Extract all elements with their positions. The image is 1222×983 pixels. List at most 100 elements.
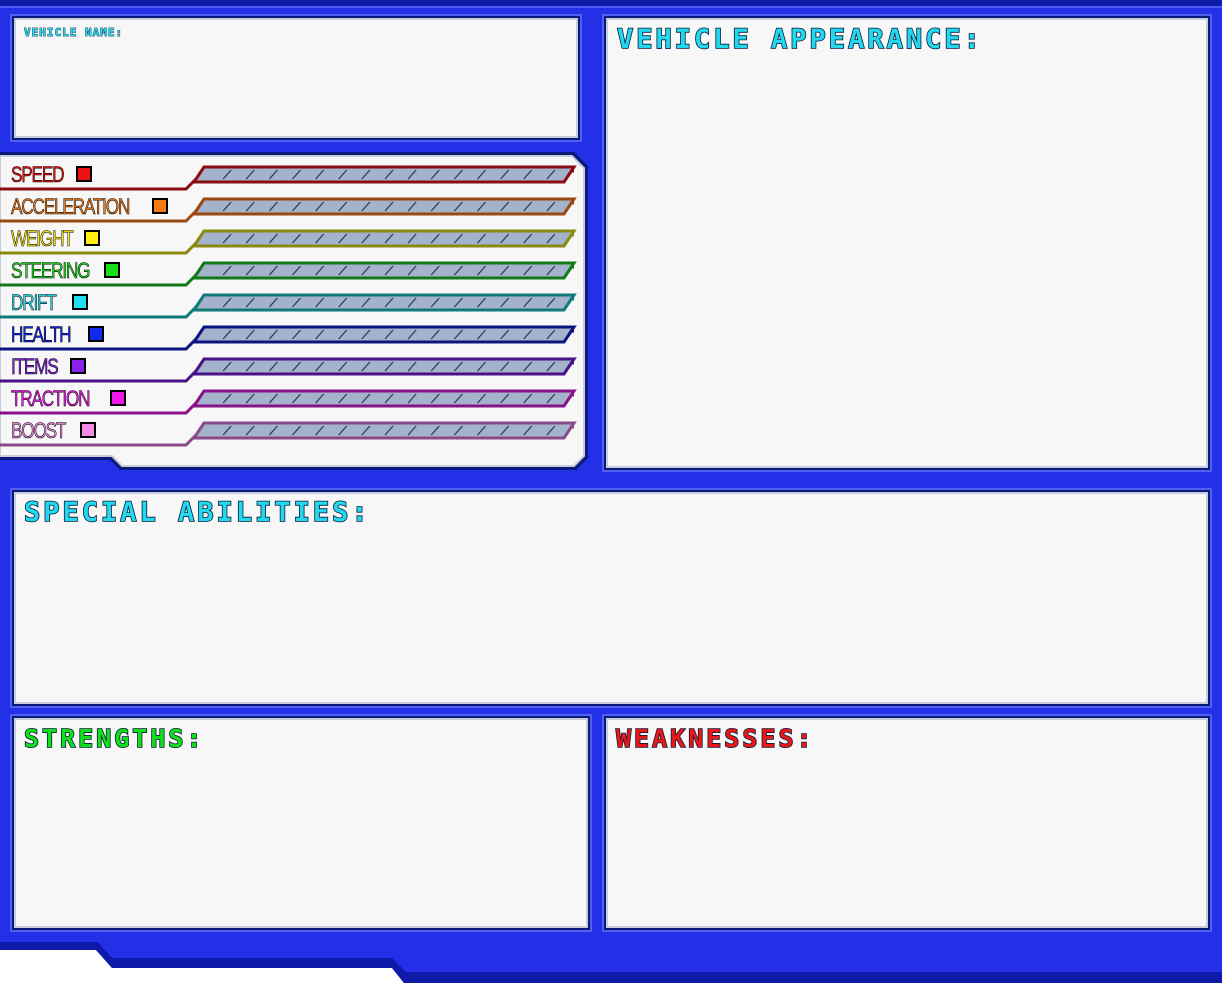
stat-bar-tick [500, 233, 510, 244]
special-abilities-title: SPECIAL ABILITIES: [23, 496, 371, 529]
stat-bar-tick [500, 329, 510, 340]
stat-bar-tick [361, 297, 371, 308]
stat-bar-tick [384, 201, 394, 212]
stat-bar-tick [453, 201, 463, 212]
weaknesses-title: WEAKNESSES: [615, 723, 815, 754]
stat-bar-tick [453, 329, 463, 340]
stat-bar-tick [222, 201, 232, 212]
stat-bar-tick [453, 393, 463, 404]
stat-bar-tick [477, 393, 486, 404]
stat-bar-tick [477, 329, 486, 340]
stat-bar-tick [523, 201, 533, 212]
stat-bar-tick [430, 329, 440, 340]
stat-bar-tick [222, 297, 232, 308]
stat-bar-tick [500, 425, 510, 436]
stat-bar-tick [407, 425, 417, 436]
stat-bar-tick [292, 233, 301, 244]
stat-bar-tick [361, 201, 371, 212]
stat-bar-tick [546, 393, 556, 404]
stat-bar-tick [361, 425, 371, 436]
stat-bar-tick [245, 425, 255, 436]
stat-bar-tick [245, 201, 255, 212]
weaknesses-panel[interactable] [604, 716, 1210, 930]
vehicle-name-label: VEHICLE NAME: [24, 26, 124, 40]
stat-bar-tick [430, 169, 440, 180]
stat-bar-tick [245, 329, 255, 340]
stat-bar-tick [453, 233, 463, 244]
stat-bar-tick [245, 169, 255, 180]
stat-bar-tick [315, 425, 325, 436]
stat-bar-tick [477, 233, 486, 244]
stat-bar-tick [268, 329, 278, 340]
special-abilities-panel[interactable] [12, 490, 1210, 706]
stat-bar-tick [268, 201, 278, 212]
stat-bar-tick [384, 265, 394, 276]
stat-bar-tick [384, 393, 394, 404]
stat-bar-tick [430, 361, 440, 372]
vehicle-name-panel[interactable] [12, 16, 580, 140]
stat-bar-tick [453, 265, 463, 276]
stat-bar-tick [523, 265, 533, 276]
stat-bar-tick [315, 329, 325, 340]
stat-bar-tick [430, 393, 440, 404]
stat-bar-tick [523, 233, 533, 244]
stat-bar-tick [453, 425, 463, 436]
stat-bar-tick [384, 297, 394, 308]
stat-bar-tick [361, 169, 371, 180]
stat-bar-tick [361, 329, 371, 340]
stat-bar-tick [407, 297, 417, 308]
stat-bar-tick [546, 233, 556, 244]
stat-bar-tick [292, 169, 301, 180]
stat-bar-tick [500, 265, 510, 276]
stat-bar-tick [315, 265, 325, 276]
stat-bar-tick [338, 425, 348, 436]
stat-bar-tick [453, 169, 463, 180]
stat-bar-tick [245, 297, 255, 308]
stat-bar-tick [338, 329, 348, 340]
stat-bar-tick [453, 297, 463, 308]
stat-bar-tick [245, 393, 255, 404]
stat-bar-tick [292, 297, 301, 308]
stat-bar-tick [338, 265, 348, 276]
stat-bar-tick [477, 361, 486, 372]
frame-top-edge [0, 0, 1222, 6]
stat-bar-tick [268, 425, 278, 436]
stat-bar-tick [477, 297, 486, 308]
stat-bar-tick [477, 169, 486, 180]
stats-panel-inner-edge [0, 155, 585, 467]
stat-bar-tick [245, 361, 255, 372]
stat-bar-tick [453, 361, 463, 372]
vehicle-appearance-title: VEHICLE APPEARANCE: [616, 23, 983, 56]
vehicle-appearance-panel[interactable] [604, 16, 1210, 470]
stat-bar-tick [477, 201, 486, 212]
stat-bar-tick [430, 425, 440, 436]
stat-bar-tick [546, 361, 556, 372]
stat-bar-tick [546, 201, 556, 212]
stat-bar-tick [292, 201, 301, 212]
frame-bottom-edge [0, 942, 1222, 983]
stat-bar-tick [430, 265, 440, 276]
stat-bar-tick [315, 233, 325, 244]
stat-bar-tick [384, 233, 394, 244]
stat-bar-tick [407, 393, 417, 404]
stat-bar-tick [268, 265, 278, 276]
stat-bar-tick [546, 425, 556, 436]
strengths-panel[interactable] [12, 716, 590, 930]
stat-bar-tick [292, 265, 301, 276]
stat-bar-tick [500, 297, 510, 308]
stat-bar-tick [430, 233, 440, 244]
stat-bar-tick [292, 361, 301, 372]
stat-bar-tick [523, 361, 533, 372]
frame-top-highlight [0, 6, 1222, 8]
stat-bar-tick [361, 233, 371, 244]
stat-bar-tick [338, 233, 348, 244]
stat-bar-tick [361, 393, 371, 404]
stat-bar-tick [292, 329, 301, 340]
stat-bar-tick [523, 169, 533, 180]
stat-bar-tick [361, 361, 371, 372]
stat-bar-tick [361, 265, 371, 276]
stat-bar-tick [407, 201, 417, 212]
stat-bar-tick [384, 425, 394, 436]
stat-bar-tick [222, 329, 232, 340]
